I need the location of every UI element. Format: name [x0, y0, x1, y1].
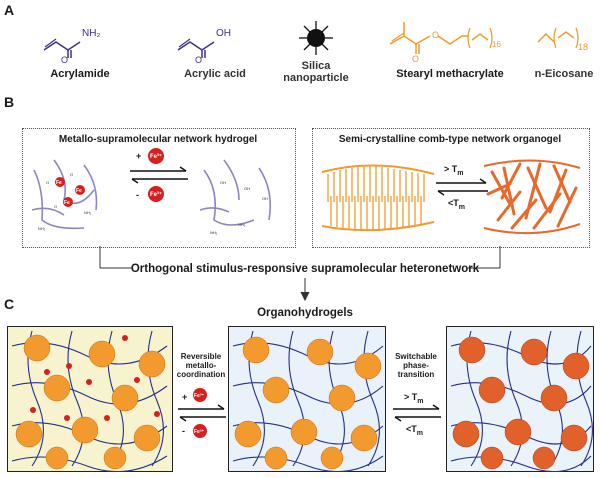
- hydrogel-title: Metallo-supramolecular network hydrogel: [58, 134, 258, 145]
- silica-nanoparticle-icon: [299, 21, 333, 55]
- svg-text:NH₂: NH₂: [84, 210, 92, 215]
- acrylamide-name: Acrylamide: [50, 68, 110, 80]
- fe-ion-icon-c-add: Fe³⁺: [193, 388, 207, 402]
- stearyl-carbonyl-oxygen: O: [412, 54, 420, 64]
- hydrogel-equilibrium-arrows: [130, 166, 188, 184]
- gt-tm-text: > T: [444, 164, 458, 174]
- svg-text:NH₂: NH₂: [210, 230, 218, 235]
- c-left-minus: -: [182, 426, 185, 436]
- fe-ion-icon-c-remove: Fe³⁺: [193, 424, 207, 438]
- svg-text:Fe³⁺: Fe³⁺: [150, 153, 162, 160]
- svg-text:OH: OH: [244, 186, 250, 191]
- acrylamide-oxygen: O: [61, 55, 69, 65]
- c-left-equilibrium-arrows: [178, 404, 226, 422]
- organogel-heat-label: > Tm: [444, 164, 464, 177]
- svg-text:OH: OH: [262, 196, 268, 201]
- acrylic-acid-structure: [177, 38, 215, 58]
- c-right-equilibrium-arrows: [393, 404, 441, 422]
- organogel-equilibrium-arrows: [436, 178, 488, 196]
- heteronetwork-label: Orthogonal stimulus-responsive supramole…: [130, 263, 480, 275]
- svg-text:Fe: Fe: [56, 180, 62, 186]
- gt-tm-sub: m: [457, 169, 464, 177]
- orthogonal-bracket: [99, 246, 501, 302]
- acrylic-acid-hydroxyl-label: OH: [216, 28, 231, 39]
- phase-transition-label: Switchable phase-transition: [395, 352, 437, 379]
- n-eicosane-structure: [537, 27, 579, 49]
- hydrogel-plus: +: [136, 151, 142, 161]
- panel-c-label: C: [4, 296, 15, 312]
- organohydrogel-fe-free-panel: [228, 326, 386, 472]
- acrylic-acid-name: Acrylic acid: [184, 68, 246, 80]
- svg-text:O: O: [46, 180, 49, 185]
- svg-text:Fe³⁺: Fe³⁺: [194, 393, 205, 399]
- organogel-illustration: [321, 159, 581, 235]
- organogel-box: [312, 128, 590, 248]
- acrylic-acid-oxygen: O: [195, 55, 203, 65]
- c-left-plus: +: [182, 392, 188, 402]
- svg-text:Fe: Fe: [64, 200, 70, 206]
- fe-ion-icon-add: Fe³⁺: [148, 148, 164, 164]
- stearyl-methacrylate-name: Stearyl methacrylate: [396, 68, 504, 80]
- hydrogel-illustration: O O O NH₂ NH₂ Fe Fe Fe OH OH OH NH₂ NH₂: [31, 159, 272, 235]
- c-cool-label: <Tm: [406, 424, 423, 437]
- organohydrogel-fe-bound-panel: [7, 326, 173, 472]
- lt-tm-sub: m: [458, 203, 465, 211]
- n-eicosane-name: n-Eicosane: [534, 68, 594, 80]
- c-lt-tm-sub: m: [416, 429, 423, 437]
- svg-text:OH: OH: [220, 180, 226, 185]
- svg-text:NH₂: NH₂: [38, 226, 46, 231]
- hydrogel-box: [22, 128, 296, 248]
- stearyl-ester-oxygen: O: [432, 30, 440, 40]
- hydrogel-minus: -: [136, 190, 139, 200]
- svg-text:Fe: Fe: [76, 188, 82, 194]
- svg-text:Fe³⁺: Fe³⁺: [150, 191, 162, 198]
- c-gt-tm-text: > T: [404, 392, 418, 402]
- organogel-title: Semi-crystalline comb-type network organ…: [338, 134, 562, 145]
- stearyl-methacrylate-structure: [389, 22, 493, 54]
- svg-text:O: O: [54, 204, 57, 209]
- fe-ion-icon-remove: Fe³⁺: [148, 186, 164, 202]
- organogel-cool-label: <Tm: [448, 198, 465, 211]
- lt-tm-text: <T: [448, 198, 459, 208]
- metallo-coordination-label: Reversible metallo-coordination: [176, 352, 226, 379]
- c-gt-tm-sub: m: [417, 397, 424, 405]
- organohydrogels-title: Organohydrogels: [257, 307, 353, 319]
- panel-b-label: B: [4, 94, 15, 110]
- n-eicosane-subscript: 18: [578, 42, 589, 52]
- c-heat-label: > Tm: [404, 392, 424, 405]
- svg-text:NH₂: NH₂: [238, 222, 246, 227]
- acrylamide-structure: [43, 38, 81, 58]
- silica-nanoparticle-name: Silica nanoparticle: [283, 60, 349, 84]
- stearyl-subscript: 16: [492, 40, 501, 49]
- svg-text:Fe³⁺: Fe³⁺: [194, 429, 205, 435]
- acrylamide-amine-label: NH₂: [82, 28, 101, 39]
- svg-text:O: O: [70, 172, 73, 177]
- panel-a-label: A: [4, 2, 15, 18]
- organohydrogel-melted-panel: [446, 326, 594, 472]
- c-lt-tm-text: <T: [406, 424, 417, 434]
